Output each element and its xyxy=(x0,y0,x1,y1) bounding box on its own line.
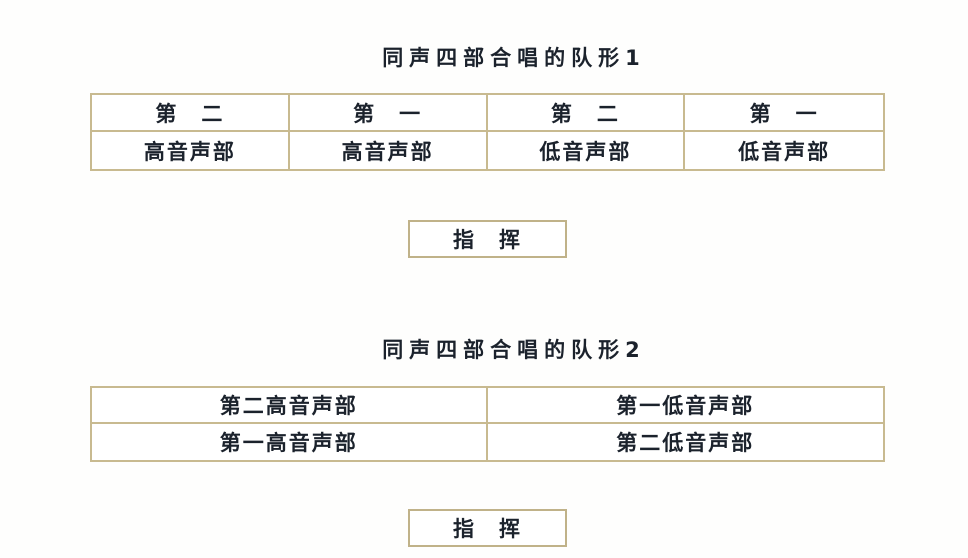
table-cell: 第一高音声部 xyxy=(92,424,488,460)
conductor-label: 指 挥 xyxy=(453,228,522,252)
table-cell: 高音声部 xyxy=(92,132,290,169)
table-cell: 低音声部 xyxy=(488,132,686,169)
formation2-title: 同声四部合唱的队形2 xyxy=(382,338,646,362)
conductor-label: 指 挥 xyxy=(453,517,522,541)
table-cell: 第 一 xyxy=(289,95,488,132)
table-cell: 第 二 xyxy=(92,95,290,132)
table-cell: 第 一 xyxy=(685,95,883,132)
table-cell: 高音声部 xyxy=(290,132,488,169)
formation2-table: 第二高音声部 第一低音声部 第一高音声部 第二低音声部 xyxy=(90,386,885,462)
formation1-table: 第 二 第 一 第 二 第 一 高音声部 高音声部 低音声部 低音声部 xyxy=(90,93,885,171)
table-cell: 第二高音声部 xyxy=(92,388,488,424)
formation1-title: 同声四部合唱的队形1 xyxy=(382,46,646,70)
table-cell: 第 二 xyxy=(487,95,686,132)
conductor-box: 指 挥 xyxy=(408,509,567,547)
table-cell: 第二低音声部 xyxy=(616,431,755,455)
conductor-box: 指 挥 xyxy=(408,220,567,258)
table-cell: 低音声部 xyxy=(738,139,831,164)
table-cell: 第一低音声部 xyxy=(487,388,883,424)
